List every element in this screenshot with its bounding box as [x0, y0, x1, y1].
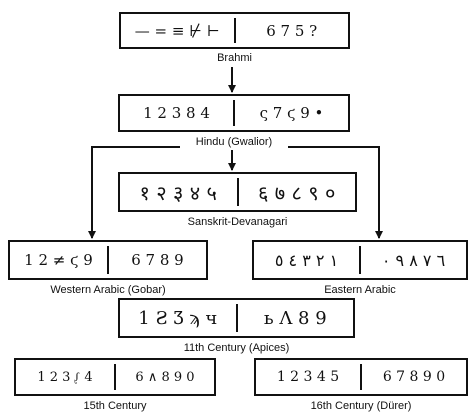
hindu-divider: [233, 100, 235, 126]
brahmi-label: Brahmi: [217, 52, 252, 64]
apices-box: 1 Ƨ Ʒ ϡ ч ь Λ 8 9: [118, 298, 355, 338]
western-numerals-left: 1 2 ≠ ϛ 9: [24, 251, 93, 269]
c16-numerals-right: 6 7 8 9 0: [382, 369, 446, 385]
eastern-numerals-right: ٦ ٧ ٨ ٩ ٠: [381, 250, 446, 270]
c15-numerals-left: 1 2 3 ᶘ 4: [37, 370, 93, 385]
apices-divider: [235, 304, 238, 332]
brahmi-numerals-left: — = ≡ ⊬ ⊢: [134, 21, 220, 40]
sanskrit-label: Sanskrit-Devanagari: [187, 216, 288, 228]
eastern-divider: [359, 246, 361, 274]
c15-numerals-right: 6 ∧ 8 9 0: [135, 369, 195, 385]
c16-numerals-left: 1 2 3 4 5: [276, 369, 340, 385]
brahmi-divider: [233, 18, 236, 43]
hindu-box: 1 2 3 8 4 ς 7 ϛ 9 •: [118, 94, 350, 132]
apices-numerals-right: ь Λ 8 9: [263, 307, 327, 329]
c15-divider: [114, 364, 116, 390]
c15-label: 15th Century: [83, 400, 147, 412]
eastern-box: ١ ٢ ٣ ٤ ٥ ٦ ٧ ٨ ٩ ٠: [252, 240, 468, 280]
c16-box: 1 2 3 4 5 6 7 8 9 0: [254, 358, 468, 396]
c15-box: 1 2 3 ᶘ 4 6 ∧ 8 9 0: [14, 358, 216, 396]
apices-label: 11th Century (Apices): [183, 342, 290, 354]
eastern-label: Eastern Arabic: [324, 284, 396, 296]
apices-numerals-left: 1 Ƨ Ʒ ϡ ч: [138, 307, 218, 329]
c16-divider: [360, 364, 362, 390]
sanskrit-box: १ २ ३ ४ ५ ६ ७ ८ ९ ०: [118, 172, 357, 212]
western-label: Western Arabic (Gobar): [50, 284, 166, 296]
brahmi-numerals-right: 6 7 5 ?: [266, 21, 318, 40]
hindu-numerals-right: ς 7 ϛ 9 •: [259, 104, 324, 122]
c16-label: 16th Century (Dürer): [310, 400, 412, 412]
brahmi-box: — = ≡ ⊬ ⊢ 6 7 5 ?: [119, 12, 350, 49]
western-box: 1 2 ≠ ϛ 9 6 7 8 9: [8, 240, 208, 280]
western-divider: [107, 246, 109, 274]
hindu-numerals-left: 1 2 3 8 4: [143, 104, 210, 122]
western-numerals-right: 6 7 8 9: [131, 251, 184, 269]
sanskrit-divider: [236, 178, 239, 206]
sanskrit-numerals-left: १ २ ३ ४ ५: [139, 180, 217, 205]
sanskrit-numerals-right: ६ ७ ८ ९ ०: [258, 180, 336, 205]
eastern-numerals-left: ١ ٢ ٣ ٤ ٥: [274, 250, 339, 270]
hindu-label: Hindu (Gwalior): [180, 136, 288, 148]
